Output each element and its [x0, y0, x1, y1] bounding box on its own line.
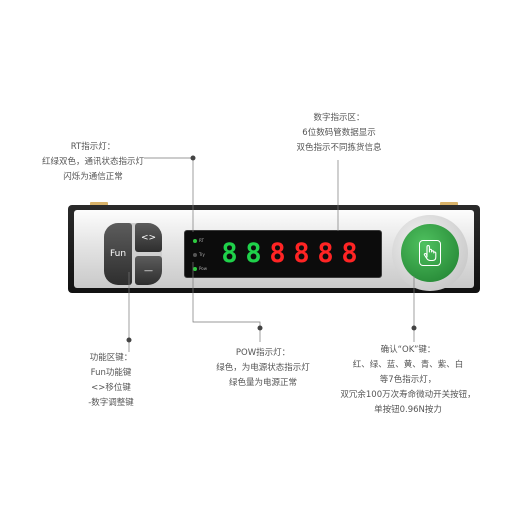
ok-button-bezel: [392, 215, 468, 291]
device-face: Fun <> — RT Try Pow: [74, 210, 474, 291]
digits-annotation-note: 双色指示不同拣货信息: [296, 143, 382, 153]
digits-annotation-desc: 6位数码管数据显示: [302, 128, 376, 138]
move-key-label: <>: [140, 232, 157, 243]
digit-2: 8: [245, 238, 262, 269]
rt-led-dot: [193, 239, 197, 243]
pow-annotation-desc: 绿色，为电源状态指示灯: [216, 363, 310, 373]
ok-leader-dot: [411, 325, 417, 331]
digit-5: 8: [317, 238, 334, 269]
rt-led: RT: [193, 237, 209, 245]
pow-leader-dot: [257, 325, 263, 331]
pow-led-dot: [193, 267, 197, 271]
pick-to-light-device: Fun <> — RT Try Pow: [68, 202, 480, 293]
fun-key[interactable]: Fun: [104, 223, 132, 285]
top-clip-right: [440, 202, 458, 207]
digit-3: 8: [269, 238, 286, 269]
digits-annotation-title: 数字指示区：: [313, 113, 365, 123]
pow-annotation: POW指示灯： 绿色，为电源状态指示灯 绿色量为电源正常: [201, 346, 325, 391]
move-key[interactable]: <>: [135, 223, 162, 252]
touch-hand-icon: [419, 240, 441, 266]
seven-segment-digits: 8 8 8 8 8 8: [219, 238, 363, 270]
try-led-dot: [193, 253, 197, 257]
keys-annotation-move: <>移位键: [91, 383, 131, 393]
status-led-stack: RT Try Pow: [193, 237, 207, 273]
ok-annotation-colors: 红、绿、蓝、黄、青、紫、白: [352, 360, 464, 370]
pow-annotation-note: 绿色量为电源正常: [228, 378, 297, 388]
rt-annotation-note: 闪烁为通信正常: [63, 172, 123, 182]
keys-annotation-minus: -数字调整键: [88, 398, 134, 408]
pow-led: Pow: [193, 265, 209, 273]
ok-button[interactable]: [401, 224, 459, 282]
try-led-label: Try: [199, 252, 205, 257]
ok-annotation-title: 确认“OK”键：: [380, 345, 436, 355]
digit-6: 8: [341, 238, 358, 269]
rt-annotation: RT指示灯： 红绿双色，通讯状态指示灯 闪烁为通信正常: [38, 140, 148, 185]
pow-annotation-title: POW指示灯：: [235, 348, 291, 358]
function-key-panel: Fun <> —: [104, 223, 162, 285]
try-led: Try: [193, 251, 209, 259]
fun-key-label: Fun: [109, 249, 127, 259]
top-clip-left: [90, 202, 108, 207]
minus-key-label: —: [144, 265, 153, 276]
rt-leader-dot: [190, 155, 196, 161]
digit-1: 8: [221, 238, 238, 269]
display-screen: RT Try Pow 8 8 8 8 8 8: [184, 230, 382, 278]
keys-annotation-fun: Fun功能键: [90, 368, 132, 378]
rt-annotation-title: RT指示灯：: [70, 142, 116, 152]
rt-annotation-desc: 红绿双色，通讯状态指示灯: [41, 157, 144, 167]
pow-led-label: Pow: [199, 266, 207, 271]
ok-annotation-colors-cont: 等7色指示灯，: [379, 375, 437, 385]
minus-key[interactable]: —: [135, 256, 162, 285]
keys-annotation: 功能区键： Fun功能键 <>移位键 -数字调整键: [66, 351, 156, 411]
hand-glyph: [423, 244, 437, 262]
ok-annotation-force: 单按钮0.96N按力: [374, 405, 442, 415]
digit-4: 8: [293, 238, 310, 269]
keys-annotation-title: 功能区键：: [89, 353, 133, 363]
digits-annotation: 数字指示区： 6位数码管数据显示 双色指示不同拣货信息: [284, 111, 394, 156]
rt-led-label: RT: [199, 238, 204, 243]
keys-leader-dot: [126, 337, 132, 343]
ok-annotation: 确认“OK”键： 红、绿、蓝、黄、青、紫、白 等7色指示灯， 双冗余100万次寿…: [336, 343, 480, 418]
ok-annotation-switch: 双冗余100万次寿命微动开关按钮，: [340, 390, 476, 400]
